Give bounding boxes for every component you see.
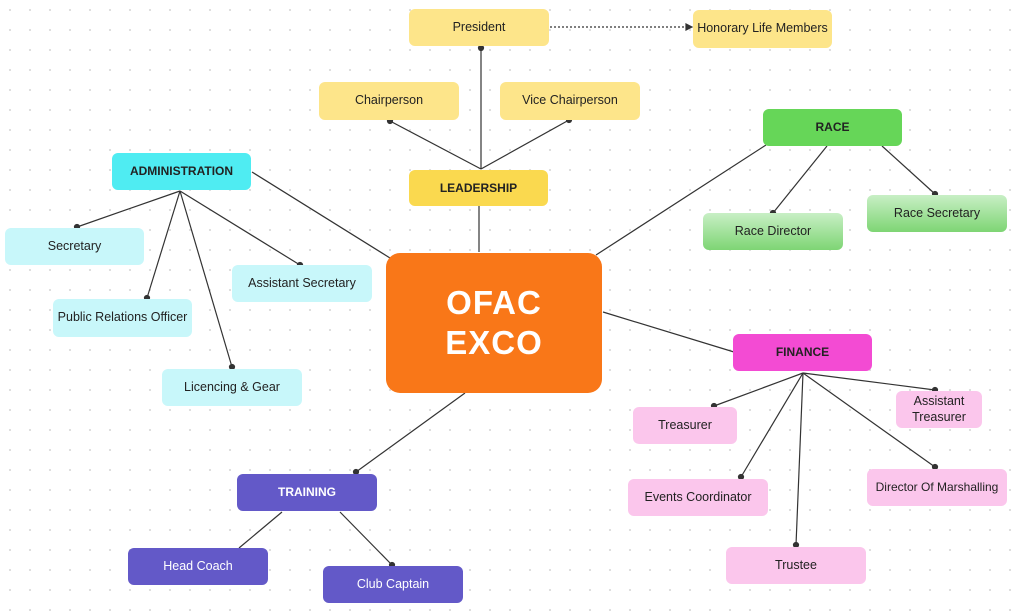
node-administration[interactable]: ADMINISTRATION xyxy=(112,153,251,190)
edge-finance-marshalling xyxy=(802,372,936,468)
node-finance[interactable]: FINANCE xyxy=(733,334,872,371)
edge-finance-assistant xyxy=(802,372,936,391)
edge-finance-events xyxy=(740,372,804,478)
node-chairperson[interactable]: Chairperson xyxy=(319,82,459,120)
edge-admin-licencing xyxy=(179,190,233,368)
edge-admin-assistant xyxy=(179,190,301,266)
edge-race-director xyxy=(772,145,828,214)
node-president[interactable]: President xyxy=(409,9,549,46)
node-vice-chairperson[interactable]: Vice Chairperson xyxy=(500,82,640,120)
node-head-coach[interactable]: Head Coach xyxy=(128,548,268,585)
edge-center-race xyxy=(595,144,767,256)
node-events-coordinator[interactable]: Events Coordinator xyxy=(628,479,768,516)
edge-admin-pro xyxy=(146,190,181,299)
node-treasurer[interactable]: Treasurer xyxy=(633,407,737,444)
node-training[interactable]: TRAINING xyxy=(237,474,377,511)
edge-race-secretary xyxy=(881,145,936,195)
edge-leadership-chair xyxy=(389,120,482,170)
edge-training-captain xyxy=(339,511,393,566)
node-trustee[interactable]: Trustee xyxy=(726,547,866,584)
node-race-director[interactable]: Race Director xyxy=(703,213,843,250)
node-race[interactable]: RACE xyxy=(763,109,902,146)
node-assistant-secretary[interactable]: Assistant Secretary xyxy=(232,265,372,302)
edge-admin-secretary xyxy=(76,190,181,228)
center-node-ofac-exco[interactable]: OFAC EXCO xyxy=(386,253,602,393)
node-director-of-marshalling[interactable]: Director Of Marshalling xyxy=(867,469,1007,506)
edge-training-headcoach xyxy=(238,511,283,549)
node-assistant-treasurer[interactable]: Assistant Treasurer xyxy=(896,391,982,428)
node-leadership[interactable]: LEADERSHIP xyxy=(409,170,548,206)
node-secretary[interactable]: Secretary xyxy=(5,228,144,265)
center-line-1: OFAC xyxy=(446,284,542,322)
edge-finance-treasurer xyxy=(713,372,804,407)
node-public-relations-officer[interactable]: Public Relations Officer xyxy=(53,299,192,337)
edge-finance-trustee xyxy=(795,372,804,546)
edge-center-training xyxy=(355,392,466,473)
edge-center-administration xyxy=(251,171,391,259)
node-race-secretary[interactable]: Race Secretary xyxy=(867,195,1007,232)
node-licencing-gear[interactable]: Licencing & Gear xyxy=(162,369,302,406)
edge-center-finance xyxy=(602,311,735,353)
center-line-2: EXCO xyxy=(445,324,543,361)
node-club-captain[interactable]: Club Captain xyxy=(323,566,463,603)
node-honorary-life-members[interactable]: Honorary Life Members xyxy=(693,10,832,48)
edge-leadership-vice xyxy=(480,119,570,170)
